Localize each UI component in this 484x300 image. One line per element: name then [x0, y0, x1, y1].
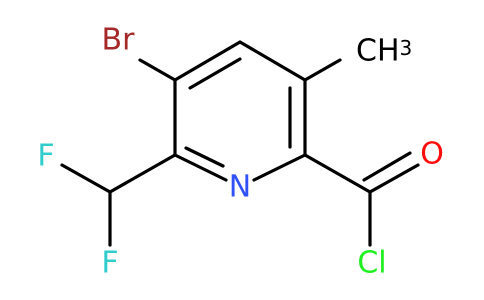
atom-ch3-sub: 3 [400, 36, 413, 60]
bond-c5-ch3 [303, 58, 342, 82]
bond-c-f-top [60, 163, 112, 194]
bond-c6-n [252, 153, 307, 182]
bond-n-c2 [173, 153, 228, 182]
atom-n: N [229, 170, 251, 205]
atom-ch3-main: CH [356, 34, 400, 69]
bond-c2-chf2 [108, 153, 177, 194]
atom-o: O [420, 137, 444, 172]
bond-c-o [368, 163, 420, 194]
atom-cl: Cl [357, 246, 386, 281]
bond-c6-cco [303, 153, 372, 194]
bond-c3-br [138, 58, 177, 82]
bond-c-o-inner [362, 151, 412, 182]
bond-c4-c5 [238, 40, 307, 82]
bond-c3-c4 [173, 40, 242, 82]
atom-br: Br [102, 23, 136, 58]
atom-f-top: F [37, 139, 54, 174]
atom-ch3: CH3 [356, 34, 412, 69]
bonds [60, 40, 420, 247]
atom-f-bottom: F [101, 246, 118, 281]
bond-n-c2-inner [184, 146, 225, 168]
atom-labels: Br CH3 F F N O Cl [37, 23, 443, 281]
bond-c3-c4-inner [188, 57, 242, 90]
